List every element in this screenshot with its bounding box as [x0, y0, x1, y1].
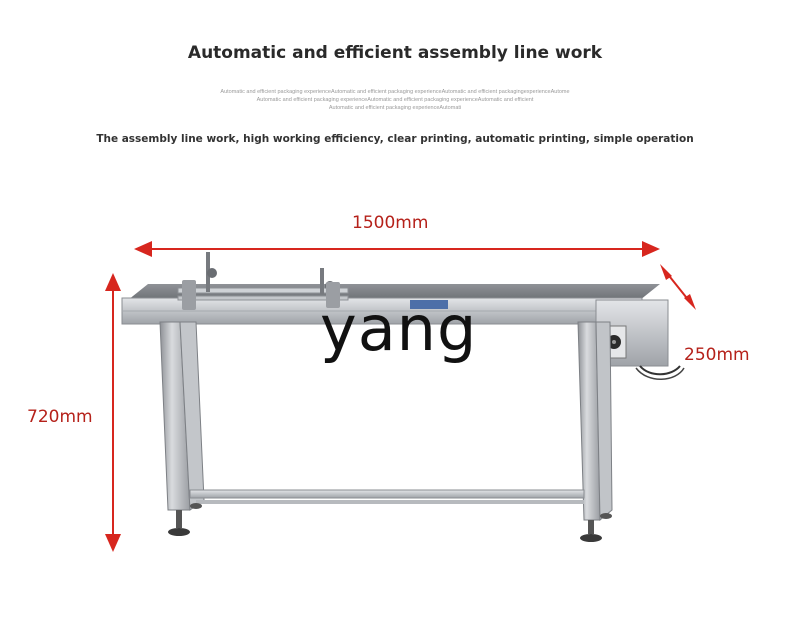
- blue-label: [410, 300, 448, 309]
- adjust-knob: [207, 268, 217, 278]
- watermark: yang: [320, 292, 478, 365]
- length-dimension-label: 1500mm: [352, 213, 429, 233]
- guide-rail: [177, 287, 349, 294]
- lower-brace: [189, 489, 585, 499]
- height-arrow: [105, 273, 121, 552]
- description-line-2: Automatic and efficient packaging experi…: [256, 97, 534, 103]
- length-arrow: [134, 241, 660, 257]
- page-subtitle: The assembly line work, high working eff…: [96, 133, 694, 145]
- page-title: Automatic and efficient assembly line wo…: [187, 43, 603, 63]
- description-line-3: Automatic and efficient packaging experi…: [328, 105, 462, 111]
- description-line-1: Automatic and efficient packaging experi…: [220, 89, 570, 95]
- foot: [176, 510, 182, 528]
- width-dimension-label: 250mm: [684, 345, 750, 365]
- width-arrow: [660, 264, 696, 310]
- height-dimension-label: 720mm: [27, 407, 93, 427]
